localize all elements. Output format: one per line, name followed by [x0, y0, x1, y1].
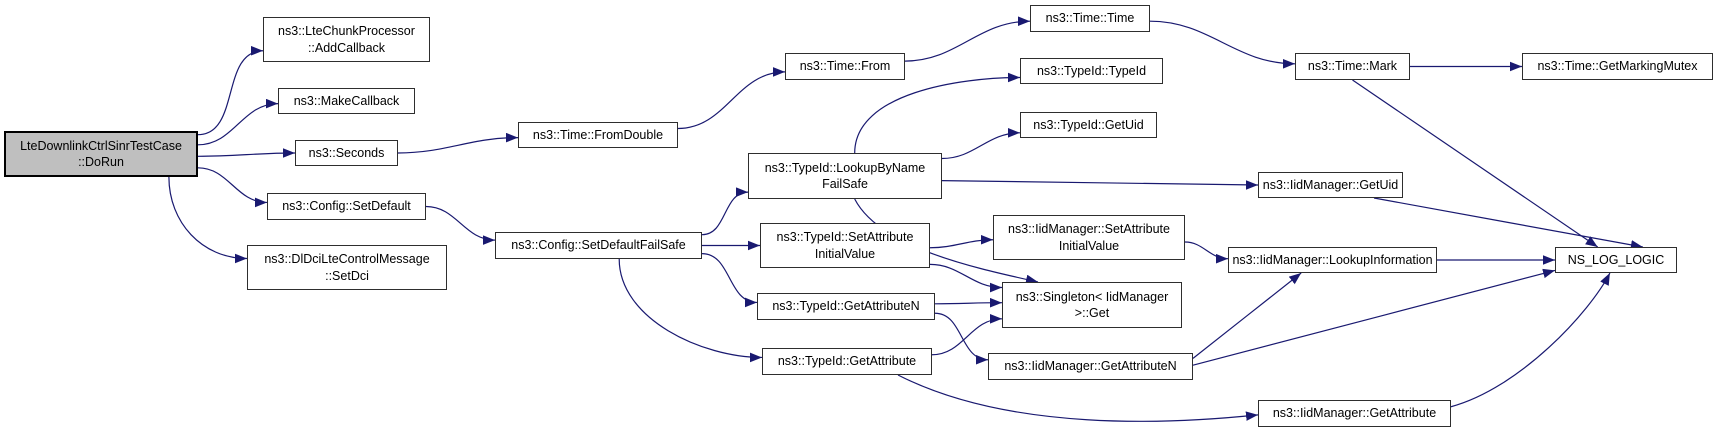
node-tidgetattr[interactable]: ns3::TypeId::GetAttribute: [762, 348, 932, 375]
edge-lookupbn-tidgetuid: [941, 128, 1021, 160]
node-label: ns3::Time::Time: [1045, 11, 1135, 26]
edge-iidgetattrn-lookupinfo: [1192, 272, 1302, 359]
edge-tidsetattr-iidsetattr: [929, 234, 994, 249]
edge-tidgetattr-singleton: [931, 314, 1003, 356]
edge-tidgetattrn-iidgetattrn: [934, 312, 989, 365]
edge-iidsetattr-lookupinfo: [1184, 241, 1229, 264]
node-label: ::SetDci: [325, 268, 369, 283]
node-timefrom[interactable]: ns3::Time::From: [785, 53, 905, 80]
node-makecb[interactable]: ns3::MakeCallback: [278, 88, 415, 114]
edge-timetime-timemark: [1149, 20, 1296, 69]
node-label: ns3::Config::SetDefault: [282, 199, 411, 214]
node-getmarkmutex[interactable]: ns3::Time::GetMarkingMutex: [1522, 53, 1713, 80]
node-label: ns3::IidManager::GetAttribute: [1272, 406, 1437, 421]
edge-dorun-ltechunk: [197, 45, 264, 136]
node-fromdouble[interactable]: ns3::Time::FromDouble: [518, 122, 678, 148]
node-tidtid[interactable]: ns3::TypeId::TypeId: [1020, 58, 1163, 84]
node-dorun: LteDownlinkCtrlSinrTestCase::DoRun: [4, 131, 198, 177]
node-label: ns3::MakeCallback: [293, 93, 400, 108]
edge-lookupbn-singleton: [854, 198, 1039, 285]
node-label: ns3::TypeId::SetAttribute: [776, 230, 914, 245]
edge-dorun-setdci: [168, 176, 248, 264]
node-label: ns3::Singleton< IidManager: [1015, 289, 1169, 304]
node-label: ::AddCallback: [307, 40, 386, 55]
edge-iidgetattrn-nslog: [1192, 268, 1556, 366]
node-label: ns3::Time::FromDouble: [532, 127, 664, 142]
node-nslog[interactable]: NS_LOG_LOGIC: [1555, 247, 1677, 273]
edge-seconds-fromdouble: [397, 132, 519, 154]
node-label: ns3::IidManager::GetUid: [1262, 177, 1399, 192]
node-label: ns3::LteChunkProcessor: [278, 24, 415, 39]
node-label: ns3::Time::Mark: [1307, 59, 1398, 74]
edge-fromdouble-timefrom: [677, 67, 786, 130]
node-label: ns3::TypeId::GetAttributeN: [772, 299, 920, 314]
node-ltechunk[interactable]: ns3::LteChunkProcessor::AddCallback: [263, 17, 430, 62]
node-timemark[interactable]: ns3::Time::Mark: [1295, 53, 1410, 80]
edge-tidgetattr-iidgetattr: [897, 374, 1259, 422]
node-label: ns3::IidManager::GetAttributeN: [1004, 359, 1177, 374]
node-label: ns3::Config::SetDefaultFailSafe: [511, 238, 686, 253]
edge-dorun-seconds: [197, 148, 296, 158]
edge-timefrom-timetime: [904, 16, 1031, 62]
node-seconds[interactable]: ns3::Seconds: [295, 140, 398, 166]
edge-setdeffs-tidgetattrn: [701, 253, 758, 308]
node-iidgetattr[interactable]: ns3::IidManager::GetAttribute: [1258, 400, 1451, 427]
node-iidgetuid[interactable]: ns3::IidManager::GetUid: [1258, 172, 1403, 198]
node-label: InitialValue: [1058, 238, 1120, 253]
node-label: >::Get: [1074, 306, 1110, 320]
node-tidgetattrn[interactable]: ns3::TypeId::GetAttributeN: [757, 293, 935, 320]
edge-setdeffs-tidgetattr: [618, 258, 763, 363]
node-setdefault[interactable]: ns3::Config::SetDefault: [267, 193, 426, 220]
node-setdci[interactable]: ns3::DlDciLteControlMessage::SetDci: [247, 245, 447, 290]
node-label: InitialValue: [814, 246, 876, 261]
node-label: LteDownlinkCtrlSinrTestCase: [20, 138, 182, 153]
node-label: ns3::Time::GetMarkingMutex: [1537, 59, 1698, 74]
node-tidgetuid[interactable]: ns3::TypeId::GetUid: [1020, 112, 1157, 138]
edge-lookupbn-tidtid: [854, 72, 1021, 154]
node-label: ns3::DlDciLteControlMessage: [264, 252, 430, 267]
edge-iidgetuid-nslog: [1373, 197, 1643, 250]
node-label: NS_LOG_LOGIC: [1567, 252, 1665, 267]
edge-lookupbn-iidgetuid: [941, 180, 1259, 190]
node-label: ns3::TypeId::GetUid: [1033, 117, 1144, 132]
edge-tidsetattr-singleton: [929, 263, 1003, 293]
node-label: ns3::TypeId::LookupByName: [764, 160, 926, 175]
node-label: FailSafe: [822, 177, 868, 191]
node-singleton[interactable]: ns3::Singleton< IidManager>::Get: [1002, 282, 1182, 328]
node-label: ns3::IidManager::SetAttribute: [1008, 222, 1170, 237]
node-label: ns3::TypeId::TypeId: [1036, 63, 1147, 78]
edge-dorun-setdefault: [197, 167, 268, 208]
edge-setdefault-setdeffs: [425, 205, 496, 245]
edge-dorun-makecb: [197, 98, 279, 146]
node-iidgetattrn[interactable]: ns3::IidManager::GetAttributeN: [988, 353, 1193, 380]
node-label: ::DoRun: [78, 155, 124, 169]
node-label: ns3::IidManager::LookupInformation: [1232, 252, 1433, 267]
edge-tidgetattrn-singleton: [934, 297, 1003, 308]
node-timetime[interactable]: ns3::Time::Time: [1030, 5, 1150, 32]
node-label: ns3::Time::From: [799, 59, 891, 74]
node-label: ns3::Seconds: [308, 145, 385, 160]
node-label: ns3::TypeId::GetAttribute: [777, 354, 917, 369]
edge-iidgetattr-nslog: [1450, 272, 1611, 408]
node-setdeffs[interactable]: ns3::Config::SetDefaultFailSafe: [495, 232, 702, 259]
edge-timemark-nslog: [1352, 79, 1599, 248]
node-lookupinfo[interactable]: ns3::IidManager::LookupInformation: [1228, 247, 1437, 273]
edge-setdeffs-lookupbn: [701, 187, 749, 236]
